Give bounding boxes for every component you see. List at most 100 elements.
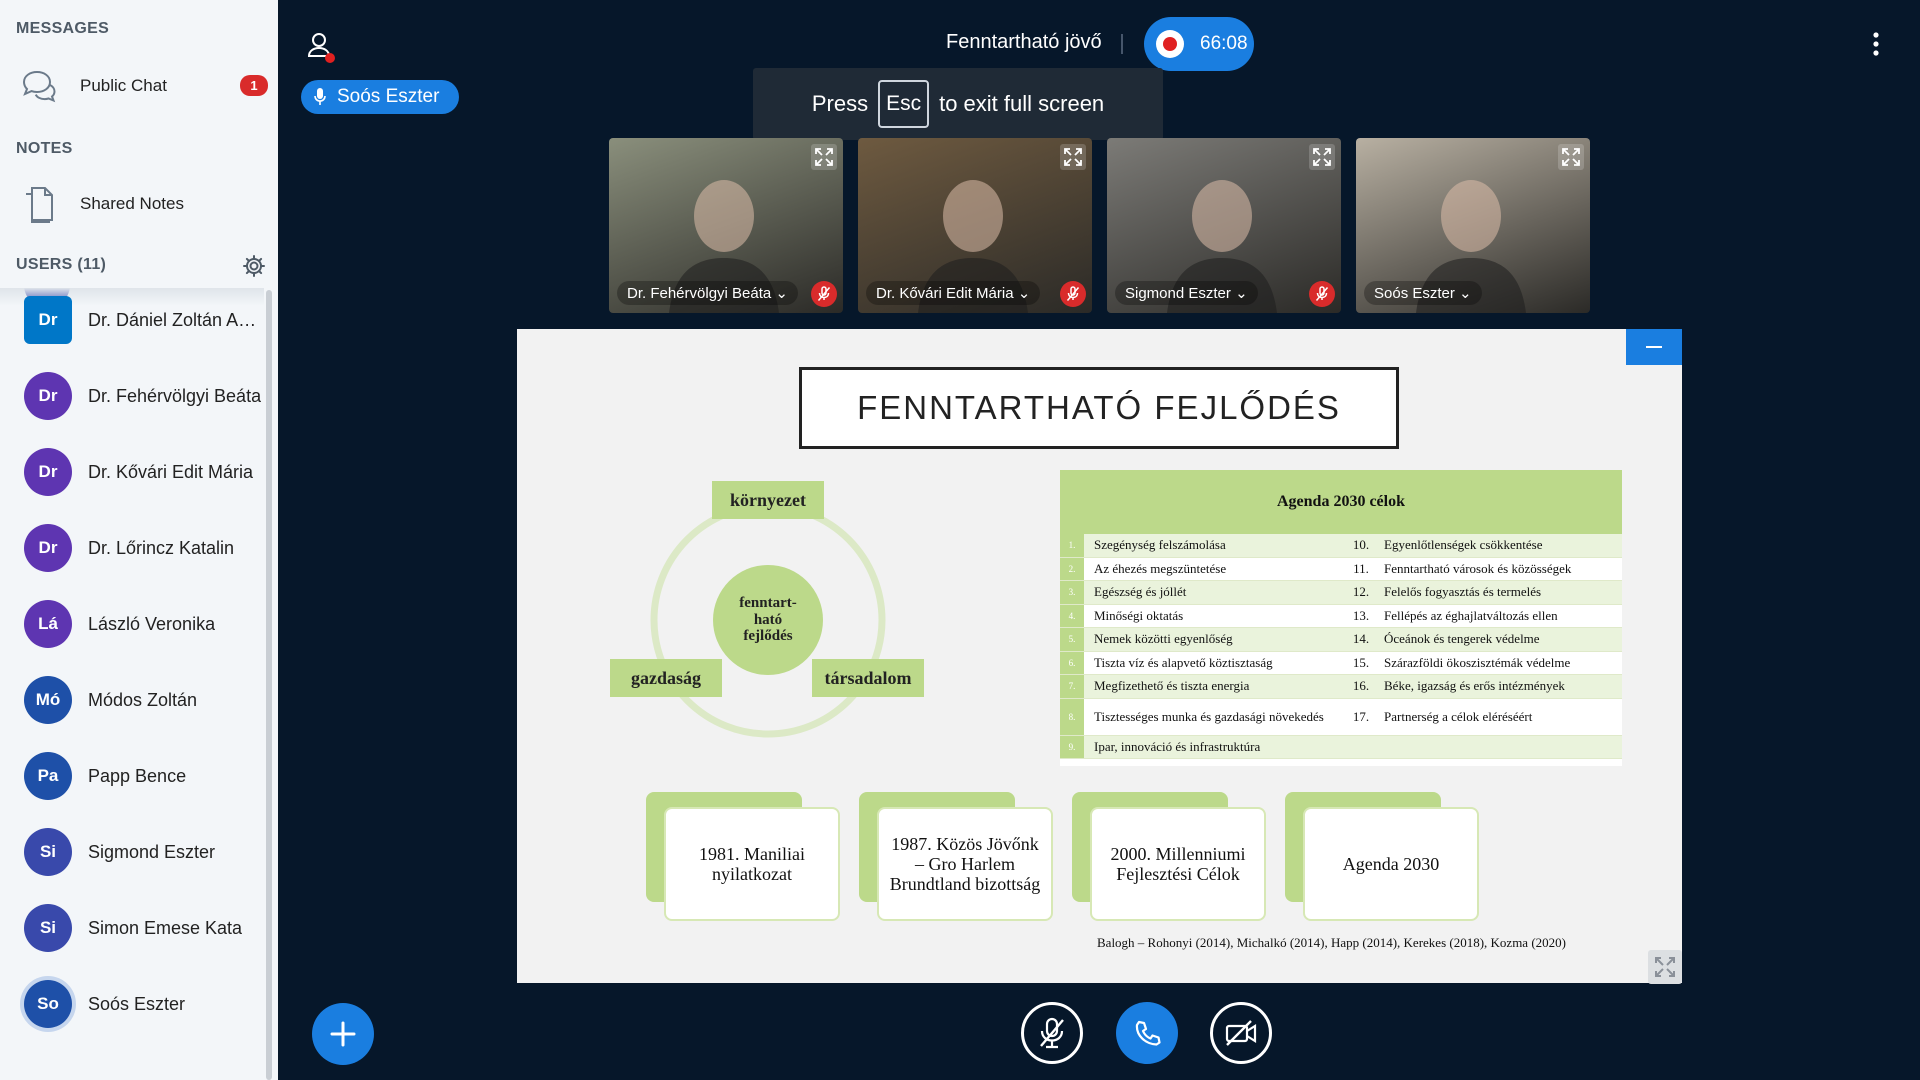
avatar: Dr <box>24 448 72 496</box>
cycle-label-left: gazdaság <box>610 659 722 697</box>
agenda-goal-text: Fellépés az éghajlatváltozás ellen <box>1384 607 1558 623</box>
video-tile[interactable]: Dr. Kővári Edit Mária ⌄ <box>858 138 1092 313</box>
user-list-item[interactable]: Dr Dr. Fehérvölgyi Beáta <box>0 366 264 426</box>
esc-key: Esc <box>878 80 930 128</box>
shared-notes-label: Shared Notes <box>80 194 184 213</box>
minimize-presentation-button[interactable] <box>1626 329 1682 365</box>
timeline-card: Agenda 2030 <box>1303 807 1479 921</box>
video-user-name: Soós Eszter <box>1374 284 1455 302</box>
video-user-label[interactable]: Dr. Kővári Edit Mária ⌄ <box>866 281 1041 305</box>
video-tile[interactable]: Soós Eszter ⌄ <box>1356 138 1590 313</box>
video-user-label[interactable]: Sigmond Eszter ⌄ <box>1115 281 1258 305</box>
video-tile[interactable]: Dr. Fehérvölgyi Beáta ⌄ <box>609 138 843 313</box>
meeting-title: Fenntartható jövő <box>946 31 1102 53</box>
avatar: Lá <box>24 600 72 648</box>
shared-notes-item[interactable]: Shared Notes <box>16 176 268 232</box>
user-name: Módos Zoltán <box>88 689 198 710</box>
person-silhouette <box>669 180 779 313</box>
leave-audio-button[interactable] <box>1116 1002 1178 1064</box>
toast-text-after: to exit full screen <box>939 91 1105 116</box>
user-name: Papp Bence <box>88 765 187 786</box>
citation: Balogh – Rohonyi (2014), Michalkó (2014)… <box>1097 935 1566 950</box>
agenda-goal-number: 8. <box>1060 698 1084 735</box>
minus-icon <box>1646 346 1662 348</box>
user-name: Sigmond Eszter <box>88 841 216 862</box>
chevron-down-icon: ⌄ <box>1235 285 1248 302</box>
cycle-center-line: fejlődés <box>743 628 793 645</box>
video-user-name: Sigmond Eszter <box>1125 284 1231 302</box>
expand-icon[interactable] <box>811 144 837 170</box>
actions-plus-button[interactable] <box>312 1003 374 1065</box>
plus-icon <box>330 1021 356 1047</box>
agenda-goal-number: 9. <box>1060 735 1084 758</box>
user-icon[interactable] <box>306 30 336 64</box>
user-name: Dr. Fehérvölgyi Beáta <box>88 385 262 406</box>
user-name: László Veronika <box>88 613 216 634</box>
gear-icon[interactable] <box>242 254 266 278</box>
cycle-center-line: fenntart- <box>739 595 797 612</box>
user-list-item[interactable]: Lá László Veronika <box>0 594 264 654</box>
cycle-center: fenntart- ható fejlődés <box>713 565 823 675</box>
talking-indicator[interactable]: Soós Eszter <box>301 80 459 114</box>
talking-user-name: Soós Eszter <box>337 86 440 107</box>
sidebar: MESSAGES Public Chat 1 NOTES Shared Note… <box>0 0 278 1080</box>
avatar: Dr <box>24 524 72 572</box>
expand-icon[interactable] <box>1060 144 1086 170</box>
user-list-item[interactable]: Mó Módos Zoltán <box>0 670 264 730</box>
avatar: Mó <box>24 676 72 724</box>
timeline-card: 2000. Millenniumi Fejlesztési Célok <box>1090 807 1266 921</box>
agenda-goal-text: Ipar, innováció és infrastruktúra <box>1094 738 1261 754</box>
agenda-goal-number: 10. <box>1352 537 1370 553</box>
fullscreen-presentation-button[interactable] <box>1648 950 1682 984</box>
video-user-label[interactable]: Dr. Fehérvölgyi Beáta ⌄ <box>617 281 798 305</box>
share-webcam-button[interactable] <box>1210 1002 1272 1064</box>
fullscreen-toast: Press Esc to exit full screen <box>753 68 1163 140</box>
agenda-heading: Agenda 2030 célok <box>1060 470 1622 534</box>
muted-icon <box>811 281 837 307</box>
expand-icon[interactable] <box>1558 144 1584 170</box>
user-name: Soós Eszter <box>88 993 186 1014</box>
person-silhouette <box>1416 180 1526 313</box>
agenda-goal-number: 15. <box>1352 654 1370 670</box>
user-list-scrollbar[interactable] <box>266 290 272 1080</box>
chevron-down-icon: ⌄ <box>1459 285 1472 302</box>
camera-off-icon <box>1225 1020 1257 1046</box>
video-tile[interactable]: Sigmond Eszter ⌄ <box>1107 138 1341 313</box>
unread-badge: 1 <box>240 75 268 96</box>
more-options-icon[interactable] <box>1869 30 1883 60</box>
agenda-table: Agenda 2030 célok 1.Szegénység felszámol… <box>1060 470 1622 766</box>
recording-indicator[interactable]: 66:08 <box>1144 17 1254 71</box>
agenda-goal-number: 2. <box>1060 557 1084 580</box>
avatar: Si <box>24 828 72 876</box>
agenda-row: 8.Tisztességes munka és gazdasági növeke… <box>1060 698 1622 736</box>
agenda-goal-number: 17. <box>1352 708 1370 724</box>
agenda-row: 9. Ipar, innováció és infrastruktúra <box>1060 735 1622 759</box>
agenda-goal-number: 16. <box>1352 678 1370 694</box>
video-user-label[interactable]: Soós Eszter ⌄ <box>1364 281 1482 305</box>
user-list-item[interactable]: Si Sigmond Eszter <box>0 822 264 882</box>
agenda-goal-text: Óceánok és tengerek védelme <box>1384 631 1540 647</box>
agenda-goal-text: Az éhezés megszüntetése <box>1094 560 1227 576</box>
expand-icon[interactable] <box>1309 144 1335 170</box>
users-section-title: USERS (11) <box>16 256 107 273</box>
public-chat-item[interactable]: Public Chat 1 <box>16 58 268 114</box>
chat-icon <box>16 63 62 109</box>
agenda-goal-number: 14. <box>1352 631 1370 647</box>
unmute-button[interactable] <box>1021 1002 1083 1064</box>
agenda-goal-number: 3. <box>1060 581 1084 604</box>
avatar: Dr <box>24 372 72 420</box>
agenda-goal-text: Tiszta víz és alapvető köztisztaság <box>1094 654 1273 670</box>
agenda-goal-number: 7. <box>1060 675 1084 698</box>
